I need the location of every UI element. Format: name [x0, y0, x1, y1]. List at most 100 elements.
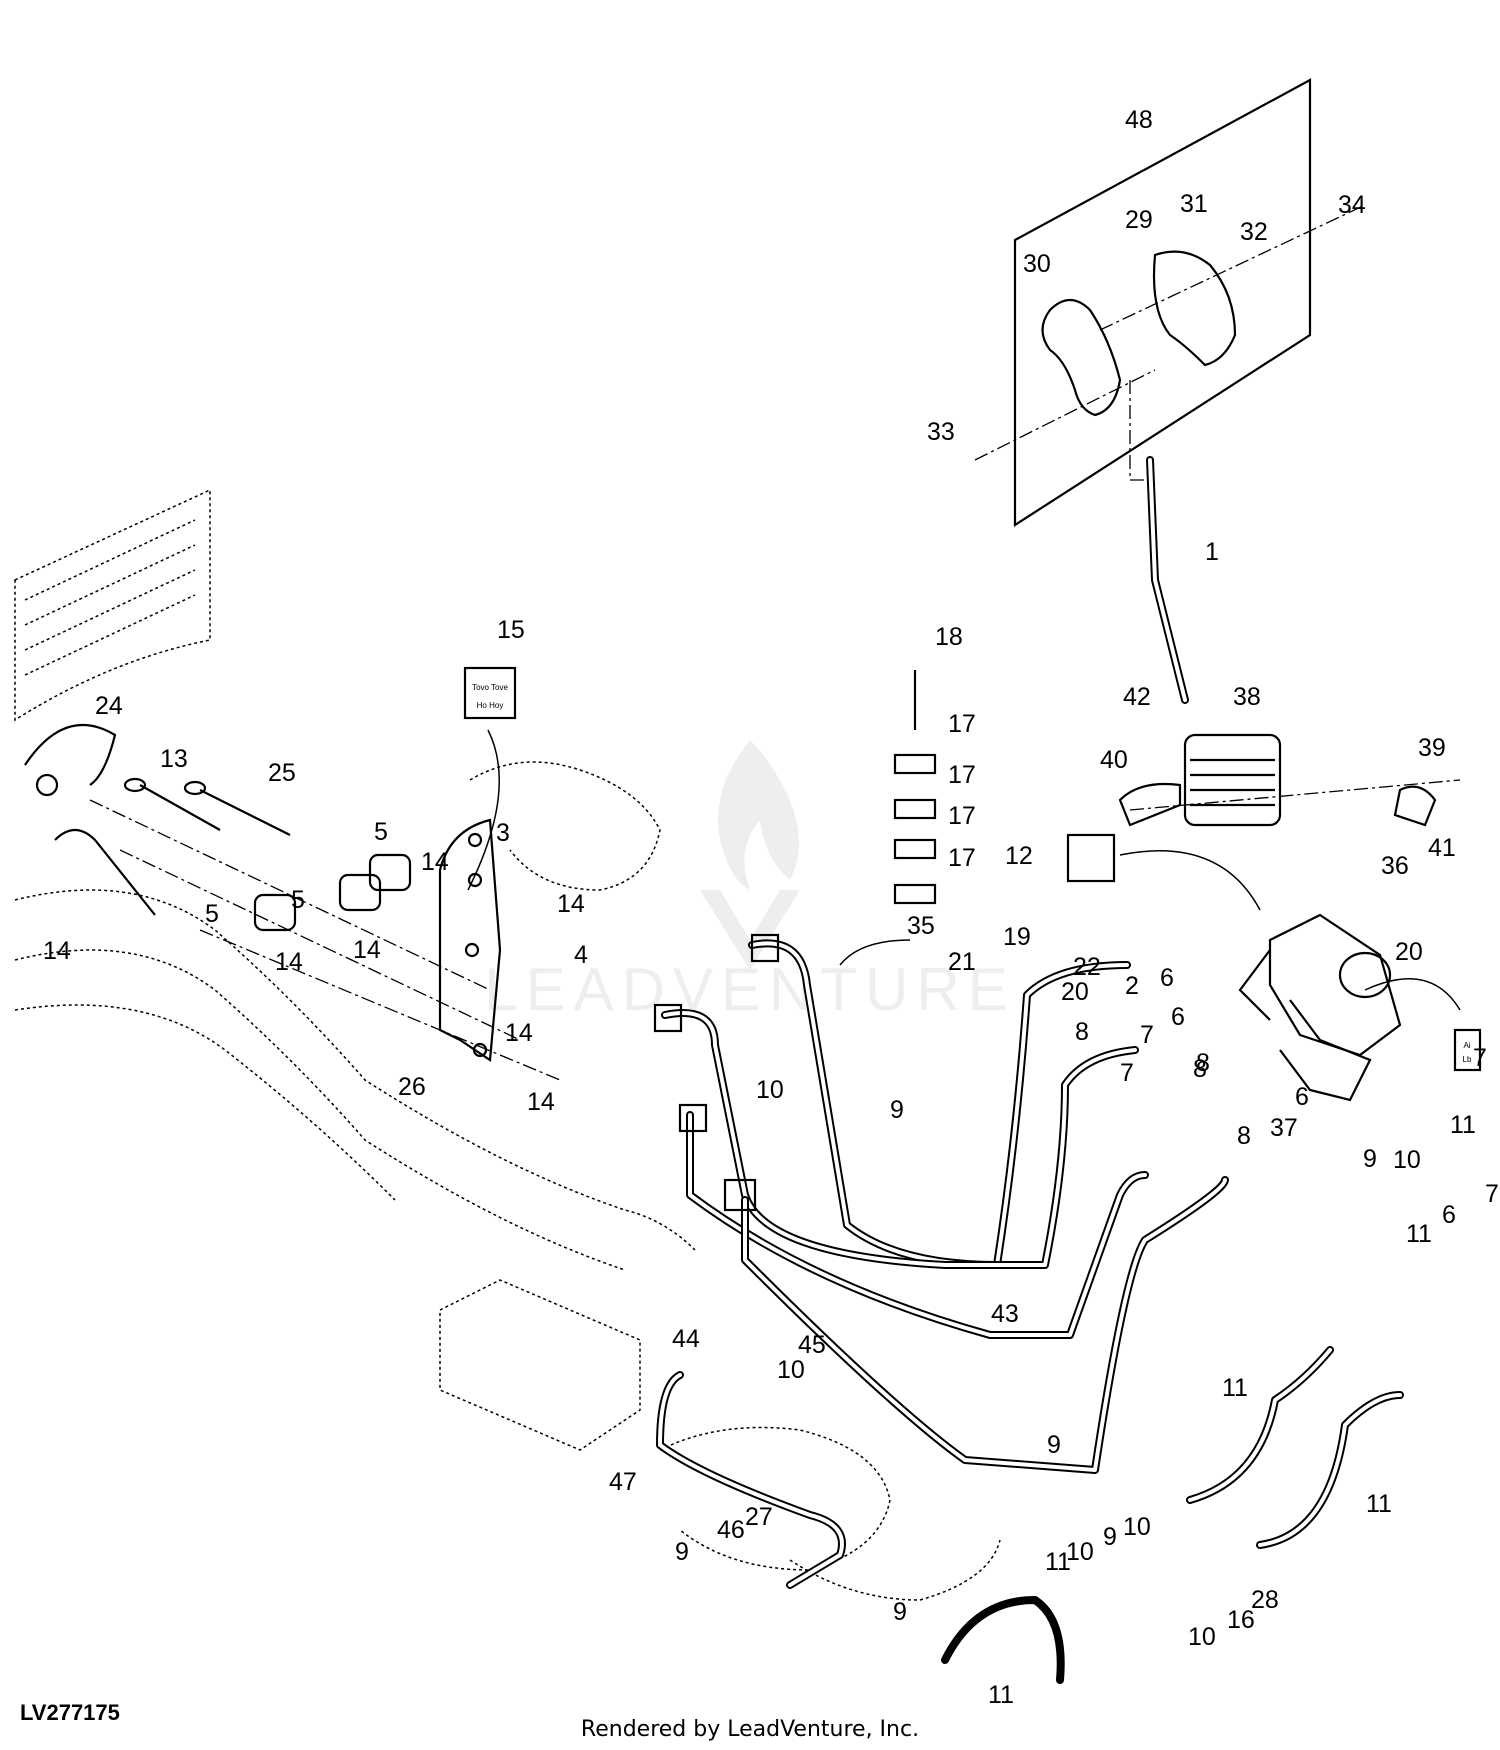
- watermark-text: LEADVENTURE: [484, 956, 1015, 1023]
- callout: 28: [1251, 1586, 1279, 1614]
- callout: 12: [1005, 842, 1033, 870]
- callout: 38: [1233, 683, 1261, 711]
- callout: 11: [988, 1681, 1014, 1709]
- callout: 36: [1381, 852, 1409, 880]
- quick-couplers: [89, 799, 561, 1081]
- callout: 47: [609, 1468, 637, 1496]
- callout: 10: [1188, 1623, 1216, 1651]
- callout: 15: [497, 616, 525, 644]
- callout: 25: [268, 759, 296, 787]
- callout: 14: [421, 848, 449, 876]
- callout: 30: [1023, 250, 1051, 278]
- decal-15: Tovo Tove Ho Hoy: [463, 666, 517, 891]
- callout: 41: [1428, 834, 1456, 862]
- decal-37-text-1: Ai: [1463, 1041, 1470, 1050]
- decal-15-text-2: Ho Hoy: [477, 701, 504, 710]
- callout: 9: [1363, 1145, 1377, 1173]
- callout: 10: [777, 1356, 805, 1384]
- control-boot: [1118, 733, 1461, 827]
- callout: 3: [496, 819, 510, 847]
- callout: 9: [675, 1538, 689, 1566]
- callout: 7: [1140, 1021, 1154, 1049]
- callout: 10: [756, 1076, 784, 1104]
- callout: 32: [1240, 218, 1268, 246]
- callout: 4: [574, 941, 588, 969]
- lever-grip-assembly: [974, 204, 1366, 481]
- callout: 26: [398, 1073, 426, 1101]
- decal-37-text-2: Lb: [1463, 1055, 1472, 1064]
- callout-labels: 48 31 29 32 34 30 33 1 15 18 17 17 17 17…: [43, 106, 1499, 1709]
- callout: 5: [374, 818, 388, 846]
- callout: 20: [1395, 938, 1423, 966]
- lever-rod: [1146, 456, 1189, 704]
- callout: 33: [927, 418, 955, 446]
- callout: 24: [95, 692, 123, 720]
- callout: 9: [1103, 1523, 1117, 1551]
- callout: 44: [672, 1325, 700, 1353]
- callout: 2: [1125, 972, 1139, 1000]
- decal-15-text-1: Tovo Tove: [472, 683, 508, 692]
- callout: 18: [935, 623, 963, 651]
- callout: 6: [1295, 1083, 1309, 1111]
- callout: 14: [275, 948, 303, 976]
- callout: 19: [1003, 923, 1031, 951]
- callout: 20: [1061, 978, 1089, 1006]
- callout: 8: [1075, 1018, 1089, 1046]
- hydraulic-lines: [653, 933, 1404, 1589]
- callout: 7: [1120, 1059, 1134, 1087]
- callout: 9: [1047, 1431, 1061, 1459]
- callout: 27: [745, 1503, 773, 1531]
- leadventure-watermark: LEADVENTURE: [484, 740, 1015, 1023]
- callout: 14: [557, 890, 585, 918]
- callout: 5: [291, 886, 305, 914]
- callout: 35: [907, 912, 935, 940]
- drawing-number: LV277175: [20, 1700, 120, 1725]
- callout: 45: [798, 1331, 826, 1359]
- control-valve: [1238, 913, 1402, 1102]
- callout: 46: [717, 1516, 745, 1544]
- callout: 6: [1160, 964, 1174, 992]
- line-clamps: [839, 670, 937, 966]
- decal-36: [1066, 833, 1261, 911]
- callout: 13: [160, 745, 188, 773]
- callout: 42: [1123, 683, 1151, 711]
- callout: 14: [43, 937, 71, 965]
- callout: 17: [948, 844, 976, 872]
- callout: 48: [1125, 106, 1153, 134]
- callout: 8: [1237, 1122, 1251, 1150]
- tractor-frame-outline: [14, 488, 1001, 1601]
- callout: 14: [505, 1019, 533, 1047]
- callout: 10: [1393, 1146, 1421, 1174]
- callout: 29: [1125, 206, 1153, 234]
- callout: 5: [205, 900, 219, 928]
- callout: 10: [1123, 1513, 1151, 1541]
- callout: 6: [1171, 1003, 1185, 1031]
- callout: 37: [1270, 1114, 1298, 1142]
- callout: 9: [890, 1096, 904, 1124]
- callout: 7: [1473, 1044, 1487, 1072]
- callout: 9: [893, 1598, 907, 1626]
- decal-37: Ai Lb: [1364, 978, 1482, 1072]
- callout: 8: [1193, 1055, 1207, 1083]
- callout: 11: [1366, 1490, 1392, 1518]
- callout: 16: [1227, 1606, 1255, 1634]
- callout: 43: [991, 1300, 1019, 1328]
- callout: 31: [1180, 190, 1208, 218]
- callout: 6: [1442, 1201, 1456, 1229]
- callout: 34: [1338, 191, 1366, 219]
- control-panel-plate: [1013, 78, 1312, 528]
- callout: 39: [1418, 734, 1446, 762]
- rendered-by-credit: Rendered by LeadVenture, Inc.: [580, 1717, 920, 1742]
- callout: 21: [948, 948, 976, 976]
- callout: 22: [1073, 953, 1101, 981]
- callout: 14: [353, 936, 381, 964]
- callout: 40: [1100, 746, 1128, 774]
- callout: 11: [1406, 1220, 1432, 1248]
- callout: 17: [948, 761, 976, 789]
- callout: 11: [1450, 1111, 1476, 1139]
- callout: 17: [948, 710, 976, 738]
- coupler-bracket: [438, 818, 502, 1062]
- callout: 11: [1222, 1374, 1248, 1402]
- callout: 14: [527, 1088, 555, 1116]
